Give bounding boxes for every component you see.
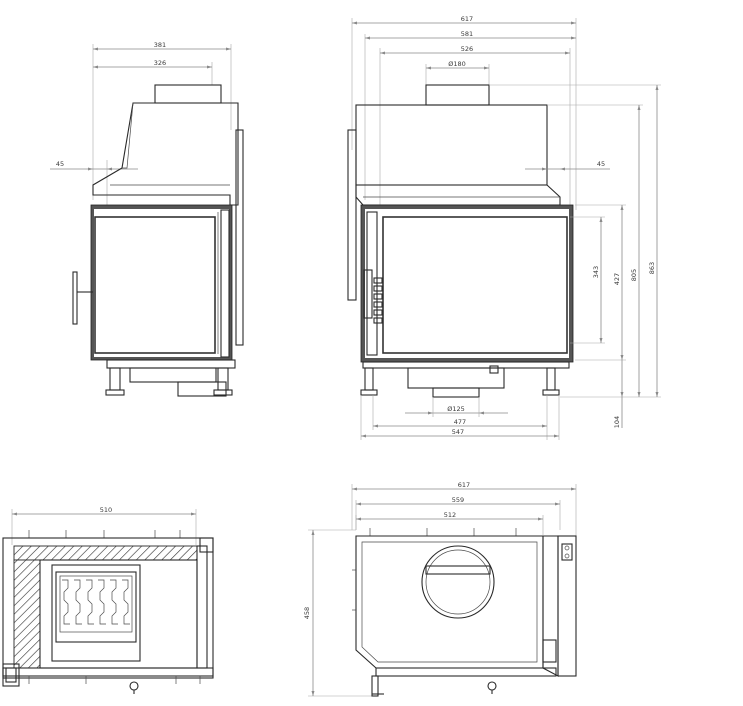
- dim-label-45: 45: [56, 160, 64, 168]
- flue-collar: [154, 84, 222, 104]
- front-air-inlet: [432, 387, 480, 398]
- top-side-frame: [557, 535, 577, 677]
- dim-label-477: 477: [454, 418, 466, 426]
- dim-front-477: 477: [372, 395, 548, 440]
- door-handle: [72, 271, 78, 325]
- dim-front-805: 805: [547, 104, 643, 397]
- dim-label-d180: Ø180: [448, 60, 466, 68]
- section-knob: [129, 681, 139, 691]
- dim-front-526: 526: [379, 45, 571, 205]
- dim-label-45-front: 45: [597, 160, 605, 168]
- dim-label-581: 581: [461, 30, 473, 38]
- dim-side-326: 326: [93, 59, 213, 85]
- dim-front-104: 104: [613, 397, 623, 428]
- dim-label-458: 458: [303, 607, 311, 619]
- dim-label-617: 617: [461, 15, 473, 23]
- front-view: 617 581 526 Ø180: [347, 15, 661, 440]
- dim-front-547: 547: [360, 395, 560, 440]
- dim-label-559: 559: [452, 496, 464, 504]
- hood: [92, 102, 239, 206]
- dim-top-512: 512: [355, 511, 544, 535]
- section-outline: [2, 537, 214, 679]
- dim-label-512: 512: [444, 511, 456, 519]
- door-glass: [94, 216, 216, 354]
- dim-front-d125: Ø125: [405, 397, 508, 417]
- front-leg-left: [364, 367, 374, 391]
- dim-side-381: 381: [92, 41, 232, 200]
- dim-label-863: 863: [648, 262, 656, 274]
- control-panel: [373, 277, 383, 324]
- fire-grate: [51, 564, 141, 662]
- front-hood: [355, 104, 548, 186]
- front-flue-collar: [425, 84, 490, 106]
- side-panel: [235, 129, 244, 346]
- dim-label-547: 547: [452, 428, 464, 436]
- dim-front-863: 863: [489, 84, 661, 398]
- dim-front-343: 343: [570, 216, 605, 344]
- dim-front-617: 617: [351, 15, 577, 210]
- dim-label-617-top: 617: [458, 481, 470, 489]
- dim-label-805: 805: [630, 269, 638, 281]
- dim-label-526: 526: [461, 45, 473, 53]
- top-knob: [487, 681, 497, 691]
- dim-front-45: 45: [525, 160, 610, 171]
- leg-left: [109, 367, 121, 391]
- top-view: 617 559 512 458: [303, 481, 577, 697]
- top-body: [355, 535, 544, 669]
- dim-label-427: 427: [613, 273, 621, 285]
- side-view: 381 326 45: [50, 41, 244, 397]
- dim-top-458: 458: [303, 529, 376, 697]
- front-side-panel: [347, 129, 357, 301]
- dim-label-510: 510: [100, 506, 112, 514]
- section-view: 510: [2, 506, 214, 694]
- dim-top-617: 617: [351, 481, 577, 540]
- grate-pattern: [59, 575, 133, 633]
- dim-front-flue: Ø180: [425, 60, 490, 85]
- flue-opening: [421, 545, 495, 619]
- dim-label-326: 326: [154, 59, 166, 67]
- dim-label-381: 381: [154, 41, 166, 49]
- ash-drawer: [129, 367, 217, 383]
- dim-section-510: 510: [11, 506, 197, 545]
- front-leg-right: [546, 367, 556, 391]
- dim-label-d125: Ø125: [447, 405, 465, 413]
- dim-front-581: 581: [364, 30, 576, 200]
- section-rear-wall: [13, 545, 198, 561]
- front-door-glass: [382, 216, 568, 354]
- dim-top-559: 559: [355, 496, 561, 530]
- dim-label-343: 343: [592, 266, 600, 278]
- dim-side-45: 45: [50, 160, 138, 205]
- section-left-wall: [13, 559, 41, 669]
- dim-label-104: 104: [613, 416, 621, 428]
- dim-front-427: 427: [575, 204, 626, 397]
